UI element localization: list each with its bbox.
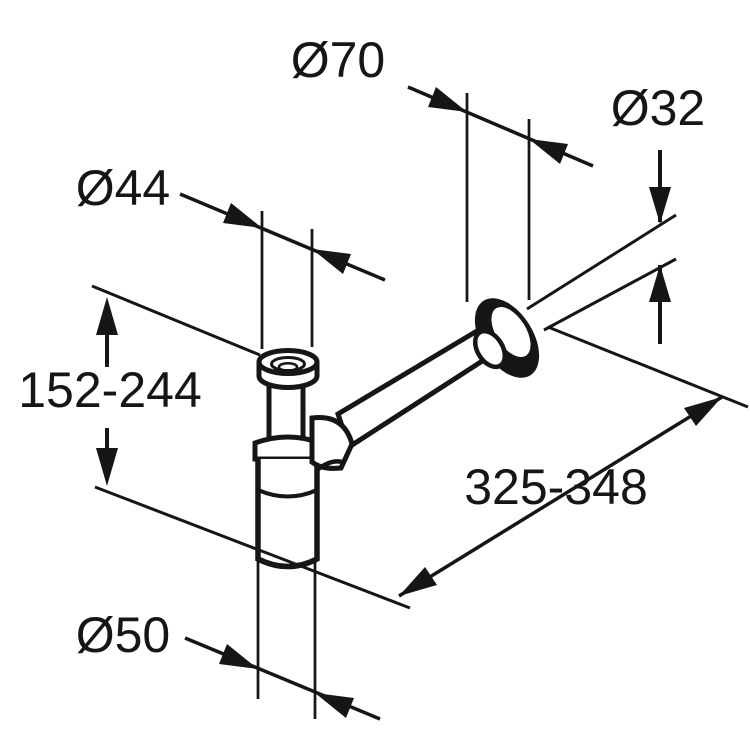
- d50-label: Ø50: [76, 607, 171, 663]
- d32-arrowhead-up: [649, 265, 671, 302]
- d44-arrowhead-left: [223, 203, 262, 228]
- h152-reference-bottom: [94, 485, 411, 610]
- dimension-length-range: 325-348: [398, 325, 749, 598]
- h152-arrowhead-down: [96, 448, 118, 486]
- inlet-mouth-inner-ring: [277, 361, 299, 373]
- dimension-inlet-nut-diameter: Ø44: [76, 160, 386, 349]
- d325-label: 325-348: [464, 459, 648, 515]
- d32-extension-top: [526, 213, 677, 311]
- h152-reference-top: [91, 284, 261, 357]
- trap-cup: [255, 459, 320, 570]
- h152-arrowhead-up: [96, 297, 118, 335]
- d44-arrowhead-right: [312, 249, 351, 274]
- d50-arrowhead-right: [315, 693, 354, 718]
- d44-label: Ø44: [76, 160, 171, 216]
- dimension-flange-diameter: Ø70: [291, 32, 594, 302]
- dimension-pipe-diameter: Ø32: [526, 80, 706, 344]
- d50-dimension-line: [184, 636, 381, 721]
- d44-dimension-line: [179, 192, 386, 282]
- d32-extension-bottom: [543, 257, 677, 332]
- flange-pipe-socket: [472, 328, 508, 370]
- d70-arrowhead-left: [428, 87, 467, 112]
- d325-arrowhead-right: [684, 397, 722, 426]
- outlet-elbow-nut: [309, 415, 355, 471]
- outlet-elbow-fillet: [315, 459, 343, 472]
- siphon-object: [252, 298, 540, 570]
- h152-label: 152-244: [18, 362, 202, 418]
- dimension-height-range: 152-244: [18, 284, 411, 610]
- inlet-tube: [256, 348, 320, 441]
- d70-label: Ø70: [291, 32, 386, 88]
- d325-arrowhead-left: [399, 567, 437, 596]
- flange-inner-face: [491, 306, 531, 358]
- trap-cup-joint-line: [257, 488, 318, 499]
- d32-label: Ø32: [611, 80, 706, 136]
- d325-dimension-line: [398, 395, 723, 598]
- d32-arrowhead-down: [649, 187, 671, 224]
- d50-arrowhead-left: [219, 644, 258, 669]
- wall-flange: [472, 298, 540, 378]
- d70-arrowhead-right: [529, 139, 568, 164]
- d325-extension-right: [547, 325, 749, 409]
- dimension-trap-diameter: Ø50: [76, 560, 381, 721]
